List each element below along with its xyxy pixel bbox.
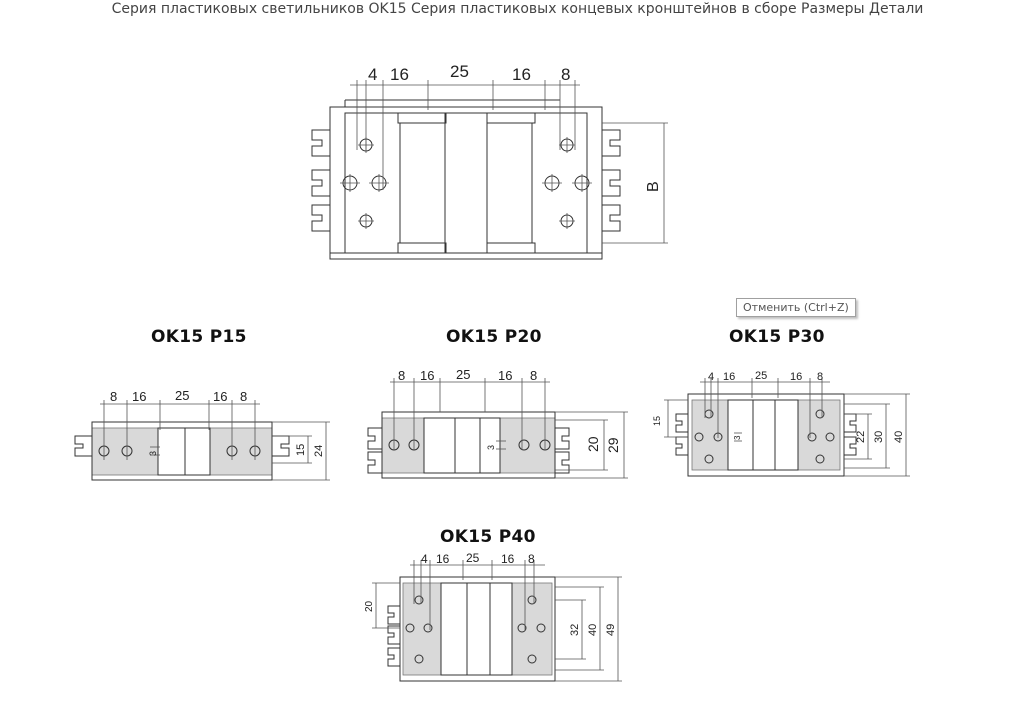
main-dim-5: 8 [561,65,570,84]
main-dim-b: B [645,181,662,192]
p15-dim-inner: 3 [148,451,158,456]
p40-dim-1: 4 [421,552,428,566]
model-title-p15: OK15 P15 [151,327,247,347]
p20-dim-1: 8 [398,368,405,383]
p40-dim-3: 25 [466,551,480,565]
p40-dim-4: 16 [501,552,515,566]
drawing-p30: 4 16 25 16 8 3 15 22 30 40 [652,370,910,477]
main-dim-2: 16 [390,65,409,84]
p30-dim-inner: 3 [733,435,742,440]
p15-dim-r2: 24 [313,445,325,457]
p20-dim-5: 8 [530,368,537,383]
undo-tooltip: Отменить (Ctrl+Z) [736,298,856,317]
p30-dim-r3: 40 [893,431,905,443]
p30-dim-r1: 22 [855,431,867,443]
p20-dim-2: 16 [420,368,434,383]
p20-dim-3: 25 [456,367,470,382]
p30-dim-left: 15 [652,416,662,426]
p20-dim-r1: 20 [585,436,601,452]
p15-dim-2: 16 [132,389,146,404]
drawing-p15: 8 16 25 16 8 3 15 24 [74,388,330,481]
p30-dim-1: 4 [708,371,714,383]
p30-dim-2: 16 [723,371,735,383]
p40-dim-r3: 49 [605,624,617,636]
main-dim-1: 4 [368,65,377,84]
p15-dim-r1: 15 [295,444,307,456]
p15-dim-4: 16 [213,389,227,404]
p15-dim-3: 25 [175,388,189,403]
p40-dim-left: 20 [364,600,375,612]
p20-dim-r2: 29 [605,437,621,453]
p40-dim-r2: 40 [587,624,599,636]
page-title: Серия пластиковых светильников OK15 Сери… [111,1,924,17]
p40-dim-5: 8 [528,552,535,566]
main-drawing: 4 16 25 16 8 B [311,62,668,260]
p15-dim-1: 8 [110,389,117,404]
main-dim-4: 16 [512,65,531,84]
p30-dim-3: 25 [755,370,767,382]
p40-dim-r1: 32 [569,624,581,636]
p20-dim-4: 16 [498,368,512,383]
drawing-p40: 4 16 25 16 8 20 32 40 49 [364,551,622,682]
p30-dim-r2: 30 [873,431,885,443]
p30-dim-4: 16 [790,371,802,383]
main-dim-3: 25 [450,62,469,81]
model-title-p30: OK15 P30 [729,327,825,347]
p30-dim-5: 8 [817,371,823,383]
drawing-p20: 8 16 25 16 8 3 20 29 [367,367,628,479]
model-title-p20: OK15 P20 [446,327,542,347]
p20-dim-inner: 3 [486,445,496,450]
p15-dim-5: 8 [240,389,247,404]
p40-dim-2: 16 [436,552,450,566]
model-title-p40: OK15 P40 [440,527,536,547]
